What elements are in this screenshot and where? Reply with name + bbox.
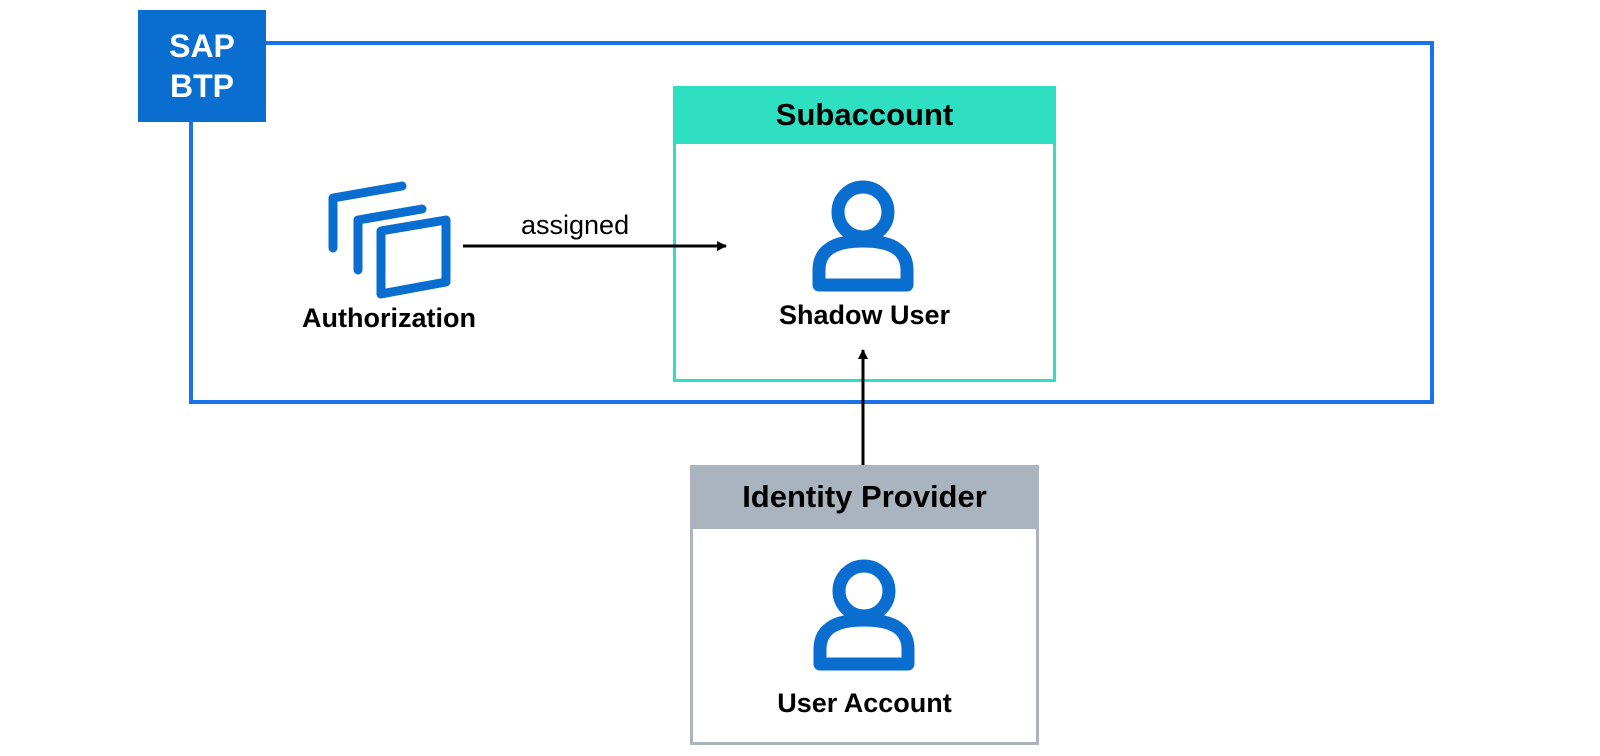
user-account-label: User Account (777, 688, 952, 718)
sap-btp-badge: SAP BTP (138, 10, 266, 122)
sap-btp-badge-line1: SAP (169, 28, 235, 64)
subaccount-title: Subaccount (673, 86, 1056, 144)
authorization-label: Authorization (302, 303, 476, 333)
shadow-user-icon (812, 180, 914, 292)
authorization-stack-icon (328, 181, 451, 299)
sap-btp-badge-line2: BTP (170, 68, 234, 104)
shadow-user-label: Shadow User (778, 300, 951, 330)
identity-provider-title: Identity Provider (690, 465, 1039, 529)
user-account-icon (813, 559, 915, 671)
sap-btp-frame (189, 41, 1434, 404)
assigned-label: assigned (521, 210, 630, 240)
